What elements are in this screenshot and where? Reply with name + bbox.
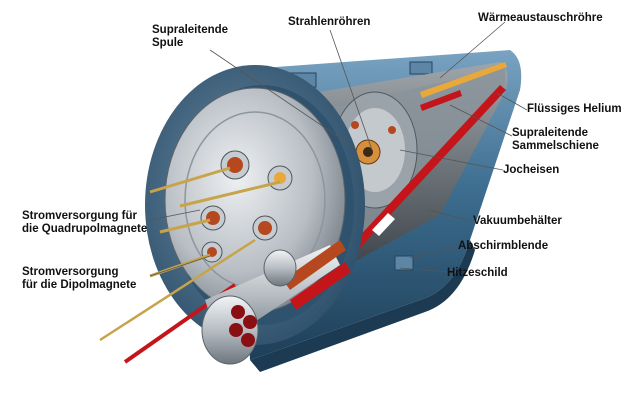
label-supraleitende-sammelschiene: Supraleitende Sammelschiene xyxy=(512,127,599,153)
label-line: Stromversorgung für xyxy=(22,210,138,222)
label-line: Supraleitende xyxy=(152,24,229,36)
label-supraleitende-spule: Supraleitende Spule xyxy=(152,24,228,50)
label-jocheisen: Jocheisen xyxy=(503,164,560,176)
label-line: Stromversorgung xyxy=(22,266,119,278)
leader-lines xyxy=(149,21,528,277)
label-line: Sammelschiene xyxy=(512,140,599,152)
label-line: Spule xyxy=(152,37,184,49)
lower-pipe-bundle xyxy=(201,240,351,365)
label-line: für die Dipolmagnete xyxy=(22,279,137,291)
label-stromversorgung-quadrupol: Stromversorgung für die Quadrupolmagnete xyxy=(22,210,147,236)
label-hitzeschild: Hitzeschild xyxy=(447,267,508,279)
heat-exchanger-pipe xyxy=(420,62,507,111)
label-waermeaustauschroehre: Wärmeaustauschröhre xyxy=(478,12,603,24)
label-line: Supraleitende xyxy=(512,127,589,139)
label-abschirmblende: Abschirmblende xyxy=(458,240,549,252)
label-stromversorgung-dipol: Stromversorgung für die Dipolmagnete xyxy=(22,266,136,292)
label-line: die Quadrupolmagnete xyxy=(22,223,148,235)
label-fluessiges-helium: Flüssiges Helium xyxy=(527,103,622,115)
label-strahlenroehren: Strahlenröhren xyxy=(288,16,371,28)
label-vakuumbehaelter: Vakuumbehälter xyxy=(473,215,562,227)
